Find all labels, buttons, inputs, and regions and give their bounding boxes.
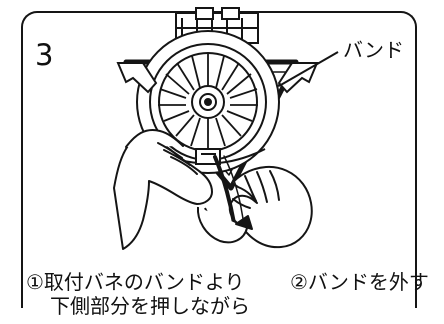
instruction-line-1: ①取付バネのバンドより xyxy=(26,270,245,294)
instruction-caption-right: ②バンドを外す xyxy=(290,270,429,294)
instruction-line-2: 下側部分を押しながら xyxy=(50,294,250,318)
pulled-strap xyxy=(213,155,245,225)
step-number: 3 xyxy=(35,38,54,72)
rotation-arrow-icon xyxy=(196,206,253,244)
instruction-line-3: ②バンドを外す xyxy=(290,270,429,294)
callout-leader-line xyxy=(278,51,339,87)
mounting-clips xyxy=(116,62,319,165)
callout-label: バンド xyxy=(343,38,404,62)
instruction-caption-left: ①取付バネのバンドより 下側部分を押しながら xyxy=(26,270,250,318)
left-hand xyxy=(113,129,213,250)
